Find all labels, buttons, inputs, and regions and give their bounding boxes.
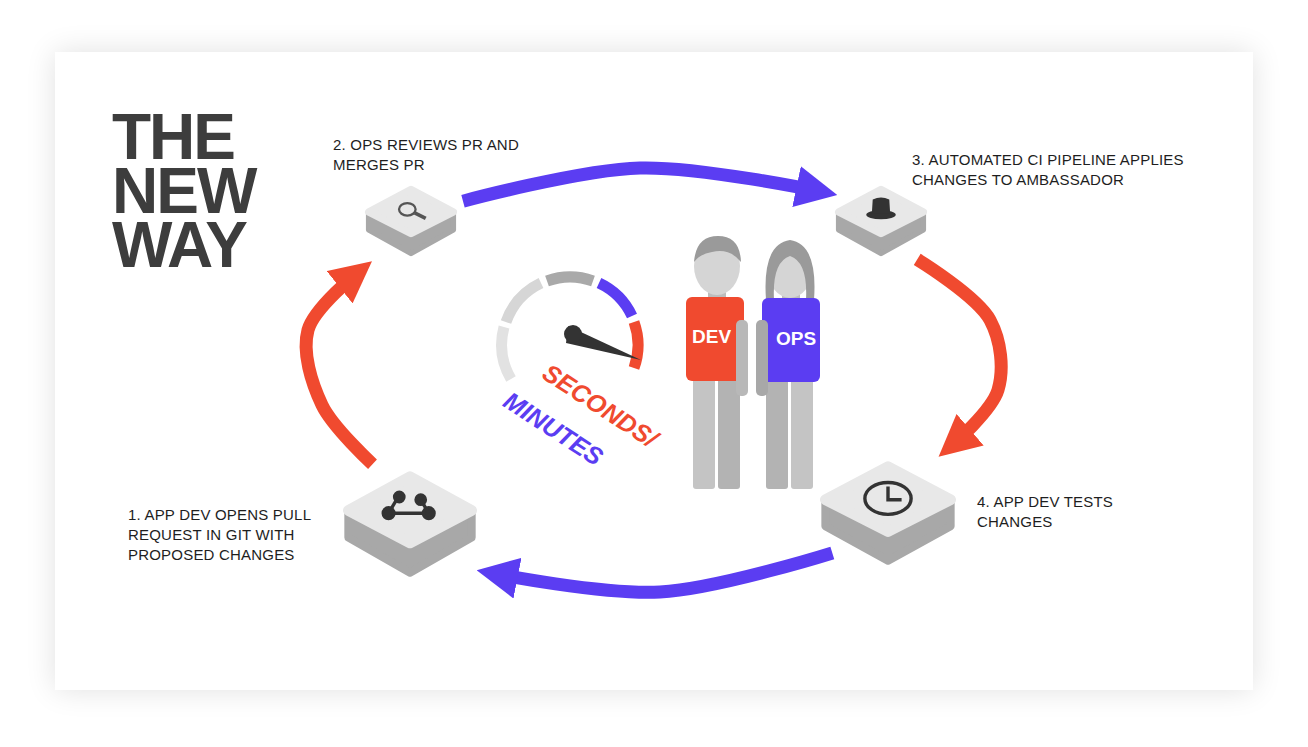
icon-tile: 2. OPS REVIEWS PR AND MERGES PR [365, 185, 457, 257]
step-label: 3. AUTOMATED CI PIPELINE APPLIES CHANGES… [912, 150, 1212, 190]
role-label: OPS [776, 328, 816, 350]
flow-arrow [463, 168, 821, 201]
dev-person [686, 236, 748, 489]
flow-arrow [306, 272, 372, 465]
gauge-needle [564, 325, 641, 360]
ops-person [756, 240, 820, 489]
step-label: 1. APP DEV OPENS PULL REQUEST IN GIT WIT… [128, 505, 333, 565]
icon-tile: 1. APP DEV OPENS PULL REQUEST IN GIT WIT… [343, 470, 477, 578]
icon-tile: 4. APP DEV TESTS CHANGES [820, 460, 956, 566]
diagram-title: THE NEW WAY [112, 110, 255, 272]
step-label: 4. APP DEV TESTS CHANGES [977, 492, 1147, 532]
step-label: 2. OPS REVIEWS PR AND MERGES PR [333, 135, 523, 175]
speed-gauge [502, 277, 638, 379]
icon-tile: 3. AUTOMATED CI PIPELINE APPLIES CHANGES… [835, 185, 927, 257]
flow-arrow [493, 553, 832, 592]
role-label: DEV [692, 326, 731, 348]
flow-arrow [917, 259, 1001, 446]
